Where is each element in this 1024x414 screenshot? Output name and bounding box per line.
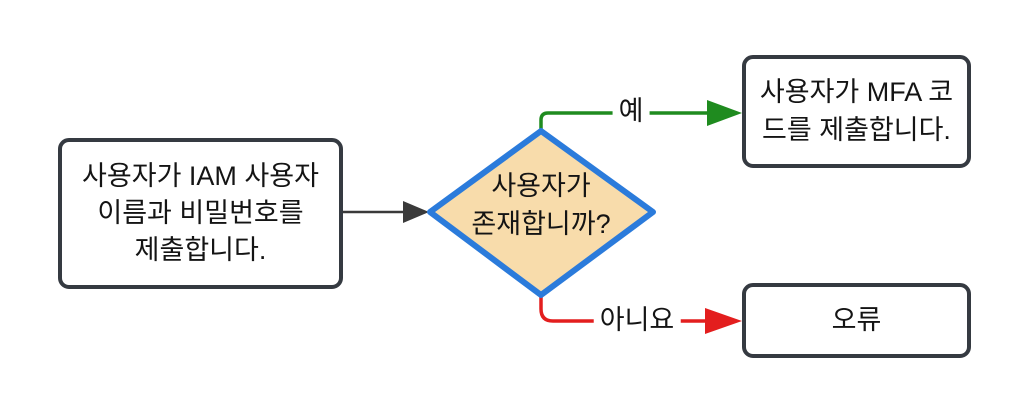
edge-yes-line xyxy=(539,111,708,132)
edge-yes-label: 예 xyxy=(612,96,650,127)
node-mfa-label: 사용자가 MFA 코 드를 제출합니다. xyxy=(759,77,954,145)
node-start-label: 사용자가 IAM 사용자 이름과 비밀번호를 제출합니다. xyxy=(82,160,319,266)
edge-yes-arrowhead xyxy=(707,100,742,126)
edge-no-line xyxy=(539,294,706,323)
edge-no-label: 아니요 xyxy=(593,305,681,336)
node-error-label: 오류 xyxy=(831,304,882,335)
node-decision-label: 사용자가 존재합니까? xyxy=(471,171,611,239)
decision-diamond-shape xyxy=(427,128,656,298)
edge-no-arrowhead xyxy=(705,308,742,334)
edge-input-arrowhead xyxy=(403,201,429,223)
node-start: 사용자가 IAM 사용자 이름과 비밀번호를 제출합니다. xyxy=(58,138,343,289)
node-mfa: 사용자가 MFA 코 드를 제출합니다. xyxy=(742,55,971,168)
node-error: 오류 xyxy=(742,283,971,358)
